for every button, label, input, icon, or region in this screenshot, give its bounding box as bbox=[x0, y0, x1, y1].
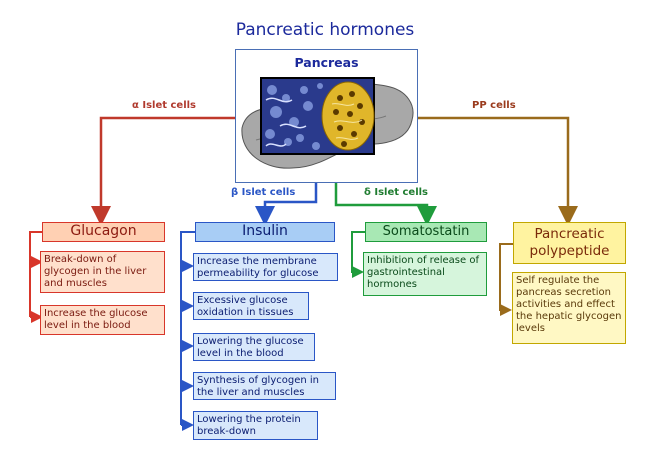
bracket-somatostatin bbox=[351, 231, 365, 278]
pancreas-panel bbox=[235, 49, 418, 183]
glucagon-effect-2: Increase the glucose level in the blood bbox=[40, 305, 165, 335]
somatostatin-header: Somatostatin bbox=[365, 222, 487, 242]
insulin-effect-2: Excessive glucose oxidation in tissues bbox=[193, 292, 309, 320]
insulin-effect-1: Increase the membrane permeability for g… bbox=[193, 253, 338, 281]
page-title: Pancreatic hormones bbox=[235, 20, 415, 40]
insulin-effect-3: Lowering the glucose level in the blood bbox=[193, 333, 315, 361]
pancreatic-polypeptide-header: Pancreatic polypeptide bbox=[513, 222, 626, 264]
bracket-insulin bbox=[180, 231, 195, 425]
bracket-glucagon bbox=[29, 231, 42, 317]
glucagon-effect-1: Break-down of glycogen in the liver and … bbox=[40, 251, 165, 293]
arrow-alpha bbox=[91, 116, 240, 226]
pancreas-label: Pancreas bbox=[294, 55, 359, 70]
label-pp-cells: PP cells bbox=[472, 100, 516, 111]
pancreas-illustration bbox=[241, 77, 414, 169]
pancreatic-polypeptide-effect-1: Self regulate the pancreas secretion act… bbox=[512, 272, 626, 344]
arrow-beta bbox=[255, 180, 318, 226]
insulin-header: Insulin bbox=[195, 222, 335, 242]
arrow-delta bbox=[334, 180, 437, 226]
insulin-effect-4: Synthesis of glycogen in the liver and m… bbox=[193, 372, 336, 400]
insulin-effect-5: Lowering the protein break-down bbox=[193, 411, 318, 440]
arrow-pp bbox=[412, 116, 578, 226]
bracket-pp bbox=[499, 243, 513, 316]
glucagon-header: Glucagon bbox=[42, 222, 165, 242]
label-alpha-islet: α Islet cells bbox=[132, 100, 197, 111]
label-beta-islet: β Islet cells bbox=[231, 187, 296, 198]
somatostatin-effect-1: Inhibition of release of gastrointestina… bbox=[363, 252, 487, 296]
label-delta-islet: δ Islet cells bbox=[364, 187, 429, 198]
